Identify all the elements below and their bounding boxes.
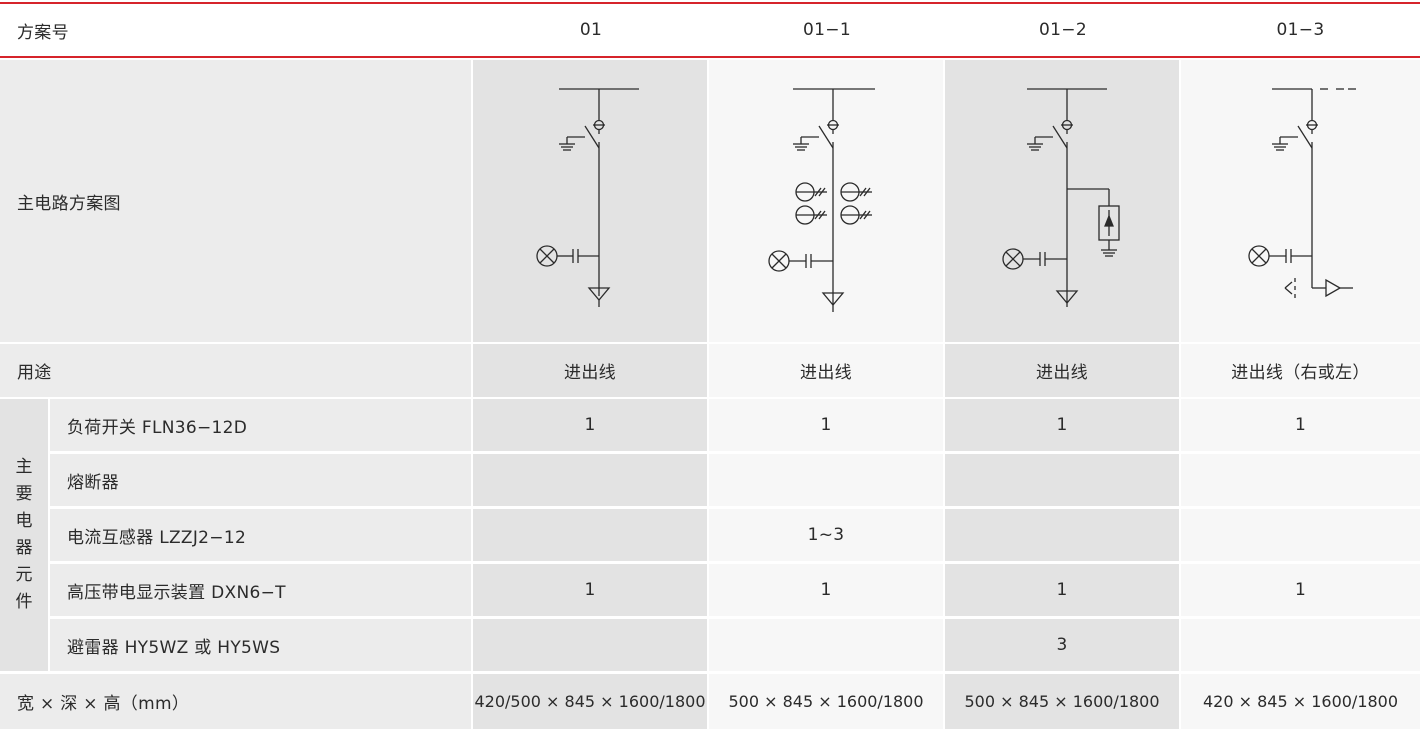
component-name: 避雷器 HY5WZ 或 HY5WS: [50, 619, 471, 671]
top-red-rule: [0, 2, 1420, 4]
component-qty: [709, 454, 943, 506]
group-label-char: 要: [15, 484, 33, 504]
component-row-live-display: 高压带电显示装置 DXN6−T 1 1 1 1: [0, 564, 1420, 616]
dimensions-value: 500 × 845 × 1600/1800: [945, 674, 1179, 729]
circuit-01-1-svg: [768, 88, 875, 312]
component-name: 熔断器: [50, 454, 471, 506]
header-label: 方案号: [0, 4, 473, 56]
component-qty: [945, 509, 1179, 561]
dimensions-row: 宽 × 深 × 高（mm） 420/500 × 845 × 1600/1800 …: [0, 674, 1420, 729]
component-qty: [1181, 454, 1420, 506]
component-qty: [709, 619, 943, 671]
group-label-char: 器: [15, 538, 33, 558]
group-label-char: 件: [15, 592, 33, 612]
component-row-current-transformer: 电流互感器 LZZJ2−12 1~3: [0, 509, 1420, 561]
scheme-number-01-2: 01−2: [945, 4, 1181, 56]
dimensions-label: 宽 × 深 × 高（mm）: [0, 674, 471, 729]
component-row-fuse: 熔断器: [0, 454, 1420, 506]
component-qty: [473, 454, 707, 506]
component-qty: 1: [709, 399, 943, 451]
scheme-number-01: 01: [473, 4, 709, 56]
component-qty: 1: [709, 564, 943, 616]
component-qty: 1: [1181, 564, 1420, 616]
diagram-row-label: 主电路方案图: [0, 60, 471, 342]
usage-value: 进出线（右或左）: [1181, 344, 1420, 397]
usage-value: 进出线: [473, 344, 707, 397]
circuit-01-2-svg: [1002, 88, 1120, 307]
header-row: 方案号 01 01−1 01−2 01−3: [0, 4, 1420, 56]
group-label-char: 电: [15, 511, 33, 531]
component-qty: [945, 454, 1179, 506]
component-qty: [473, 509, 707, 561]
dimensions-value: 420 × 845 × 1600/1800: [1181, 674, 1420, 729]
component-qty: [473, 619, 707, 671]
circuit-diagram-01-2: [945, 60, 1179, 342]
usage-label: 用途: [0, 344, 471, 397]
dimensions-value: 420/500 × 845 × 1600/1800: [473, 674, 707, 729]
component-name: 负荷开关 FLN36−12D: [50, 399, 471, 451]
diagram-row: 主电路方案图: [0, 60, 1420, 342]
group-label-char: 元: [15, 565, 33, 585]
component-qty: [1181, 619, 1420, 671]
usage-value: 进出线: [709, 344, 943, 397]
circuit-diagram-01: [473, 60, 707, 342]
component-qty: 1: [473, 399, 707, 451]
usage-value: 进出线: [945, 344, 1179, 397]
component-row-arrester: 避雷器 HY5WZ 或 HY5WS 3: [0, 619, 1420, 671]
component-name: 电流互感器 LZZJ2−12: [50, 509, 471, 561]
component-qty: [1181, 509, 1420, 561]
component-qty: 1: [945, 399, 1179, 451]
circuit-diagram-01-1: [709, 60, 943, 342]
component-name: 高压带电显示装置 DXN6−T: [50, 564, 471, 616]
dimensions-value: 500 × 845 × 1600/1800: [709, 674, 943, 729]
scheme-number-01-1: 01−1: [709, 4, 945, 56]
component-qty: 1: [1181, 399, 1420, 451]
header-red-rule: [0, 56, 1420, 58]
component-qty: 1: [473, 564, 707, 616]
circuit-diagram-01-3: [1181, 60, 1420, 342]
component-qty: 1~3: [709, 509, 943, 561]
component-qty: 1: [945, 564, 1179, 616]
circuit-01-3-svg: [1248, 88, 1356, 298]
circuit-01-svg: [536, 88, 639, 307]
component-row-load-switch: 负荷开关 FLN36−12D 1 1 1 1: [0, 399, 1420, 451]
usage-row: 用途 进出线 进出线 进出线 进出线（右或左）: [0, 344, 1420, 397]
components-group-label: 主 要 电 器 元 件: [0, 399, 48, 671]
component-qty: 3: [945, 619, 1179, 671]
group-label-char: 主: [15, 457, 33, 477]
scheme-number-01-3: 01−3: [1181, 4, 1420, 56]
